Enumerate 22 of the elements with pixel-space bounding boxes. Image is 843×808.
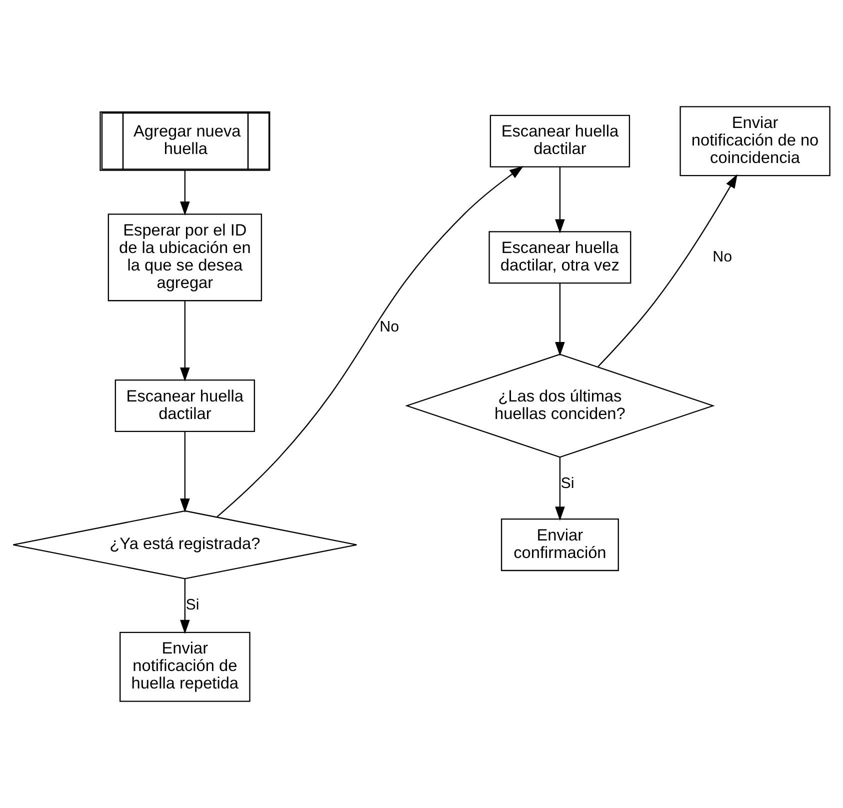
node-diamond: ¿Las dos últimas huellas conciden? <box>405 354 715 458</box>
arrow <box>216 166 524 518</box>
arrow <box>555 457 565 521</box>
arrow <box>555 283 565 356</box>
edge-label: Si <box>560 475 574 492</box>
node-diamond: ¿Ya está registrada? <box>12 510 358 580</box>
arrow <box>180 170 190 216</box>
arrow <box>598 174 738 367</box>
edge-label: No <box>380 318 400 336</box>
node-box: Escanear huella dactilar, otra vez <box>488 231 632 284</box>
arrow <box>555 167 565 234</box>
node-box: Enviar confirmación <box>500 518 619 572</box>
arrow <box>180 300 190 382</box>
node-box: Escanear huella dactilar <box>490 114 630 168</box>
node-box: Enviar notificación de no coincidencia <box>680 106 830 176</box>
node-box: Escanear huella dactilar <box>114 379 256 432</box>
arrow <box>180 578 190 634</box>
node-box: Esperar por el ID de la ubicación en la que se desea agregar <box>108 214 262 302</box>
edge-label: No <box>712 248 732 266</box>
edge-label: Si <box>186 596 200 614</box>
arrow <box>180 432 190 513</box>
node-box: Enviar notificación de huella repetida <box>120 632 250 702</box>
